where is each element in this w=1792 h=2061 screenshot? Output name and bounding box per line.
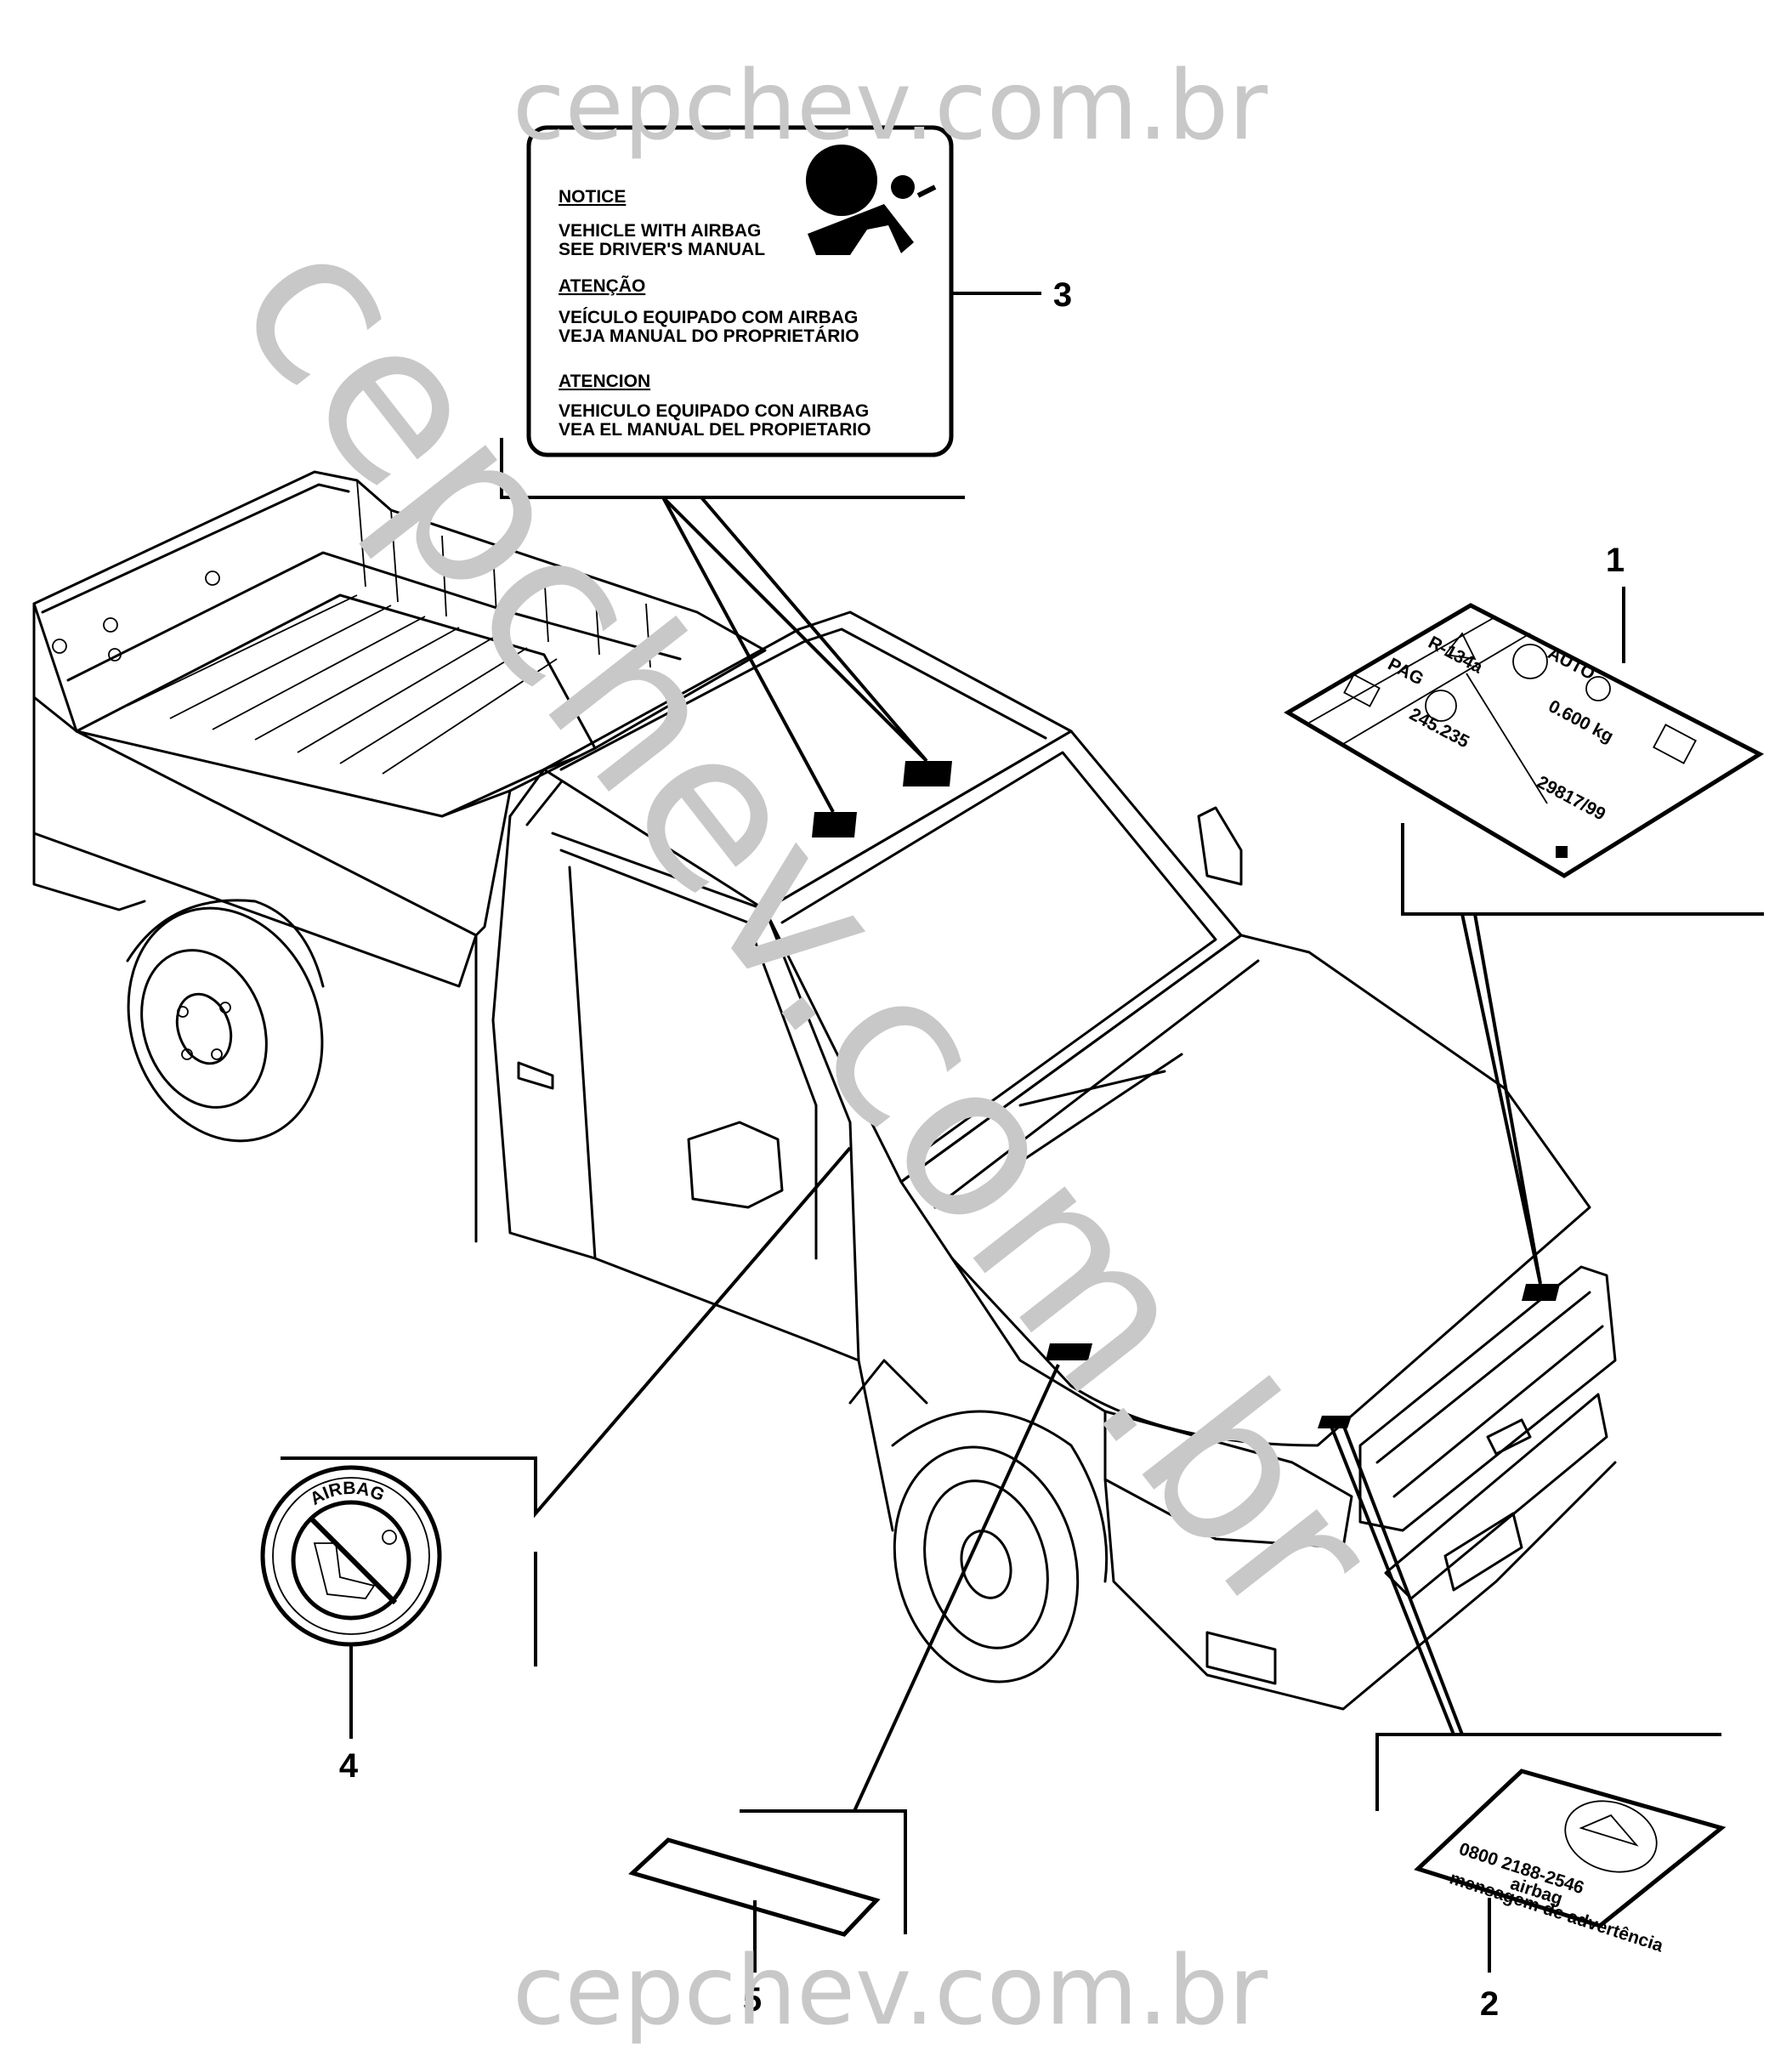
callout-5: 5 bbox=[743, 1981, 762, 2018]
atencao-title: ATENÇÃO bbox=[559, 276, 645, 296]
label-1-ac-label: R-134a 0.600 kg PAG AUTO 245.235 29817/9… bbox=[1284, 603, 1765, 878]
notice-title: NOTICE bbox=[559, 187, 626, 207]
barcode-mark bbox=[1556, 846, 1568, 858]
callout-3: 3 bbox=[1053, 276, 1072, 314]
pickup-truck-drawing bbox=[32, 470, 1617, 1711]
rear-wheel bbox=[126, 899, 325, 1143]
callout-numbers: 3 1 4 5 2 bbox=[339, 276, 1625, 2023]
manual-book-icon bbox=[1653, 724, 1697, 764]
cargo-bed bbox=[32, 470, 767, 1243]
compressor-icon bbox=[1425, 690, 1457, 722]
chevrolet-seal-icon bbox=[1564, 1800, 1658, 1873]
atencion-line-1: VEHICULO EQUIPADO CON AIRBAG bbox=[559, 401, 869, 421]
no-child-seat-icon bbox=[313, 1542, 376, 1599]
label-2-seal-sticker: 0800 2188-2546 airbag mensagem de advert… bbox=[1414, 1769, 1727, 1956]
leader-lines bbox=[281, 292, 1764, 1973]
label-3-airbag-notice: NOTICE VEHICLE WITH AIRBAG SEE DRIVER'S … bbox=[526, 125, 954, 457]
fan-icon bbox=[1585, 676, 1611, 701]
callout-4: 4 bbox=[339, 1747, 359, 1785]
notice-line-1: VEHICLE WITH AIRBAG bbox=[559, 221, 761, 241]
label-location-markers bbox=[812, 761, 1560, 1428]
callout-2: 2 bbox=[1480, 1985, 1499, 2023]
warning-triangle-icon bbox=[1443, 632, 1477, 661]
atencao-line-2: VEJA MANUAL DO PROPRIETÁRIO bbox=[559, 326, 859, 346]
atencao-line-1: VEÍCULO EQUIPADO COM AIRBAG bbox=[559, 308, 858, 327]
engine-icon bbox=[1343, 673, 1381, 707]
atencion-title: ATENCION bbox=[559, 372, 650, 391]
airbag-person-icon bbox=[806, 145, 937, 255]
callout-1: 1 bbox=[1606, 542, 1625, 579]
label-4-airbag-disc: AIRBAG bbox=[260, 1465, 442, 1647]
no-flame-icon bbox=[1512, 644, 1548, 679]
watermark-top: cepchev.com.br bbox=[513, 51, 1268, 162]
label-5-blank-strip bbox=[628, 1837, 881, 1937]
notice-line-2: SEE DRIVER'S MANUAL bbox=[559, 240, 765, 259]
cab-body bbox=[491, 610, 1617, 1711]
watermark-bottom: cepchev.com.br bbox=[513, 1936, 1268, 2047]
atencion-line-2: VEA EL MANUAL DEL PROPIETARIO bbox=[559, 420, 871, 440]
